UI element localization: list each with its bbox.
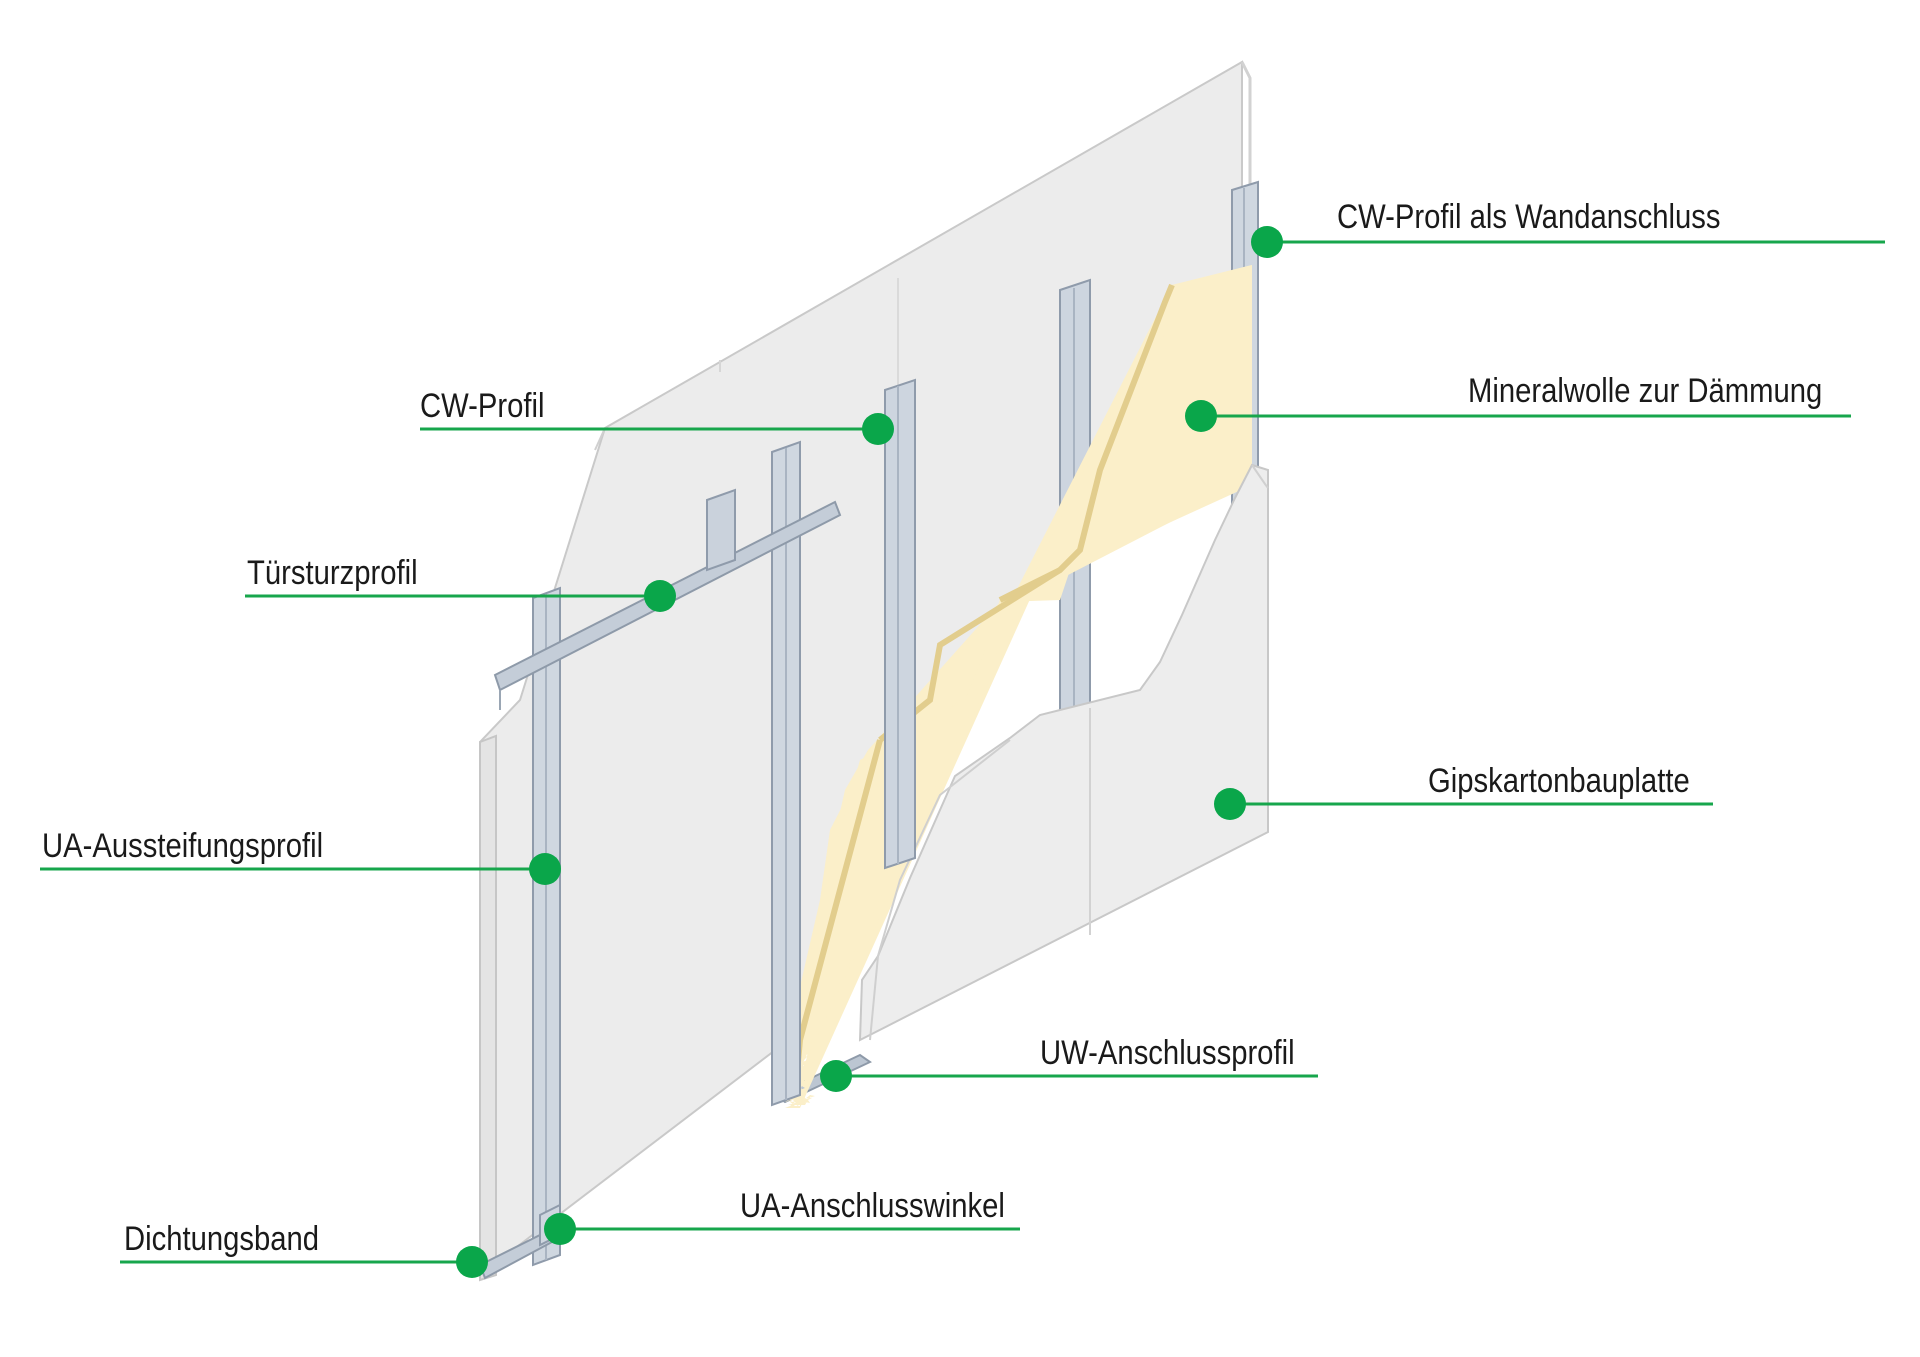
dot-cw [862, 413, 894, 445]
dot-uw [820, 1060, 852, 1092]
label-gips: Gipskartonbauplatte [1428, 762, 1690, 800]
dot-seal [456, 1246, 488, 1278]
label-cw: CW-Profil [420, 387, 545, 425]
ua-profile-right [771, 440, 801, 1107]
label-seal: Dichtungsband [124, 1220, 320, 1258]
label-uw: UW-Anschlussprofil [1040, 1034, 1295, 1072]
front-gypsum-board [858, 463, 1269, 1042]
dot-gips [1214, 788, 1246, 820]
dot-cw-wall [1251, 226, 1283, 258]
jamb-board [479, 734, 497, 1282]
dot-lintel [644, 580, 676, 612]
label-cw-wall: CW-Profil als Wandanschluss [1337, 198, 1721, 236]
ua-profile-left [532, 586, 561, 1267]
label-ua-stiff: UA-Aussteifungsprofil [42, 827, 324, 865]
dot-mineral [1185, 400, 1217, 432]
dot-ua-stiff [529, 853, 561, 885]
callout-lines [40, 240, 1885, 1264]
dot-ua-angle [544, 1213, 576, 1245]
label-ua-angle: UA-Anschlusswinkel [740, 1187, 1005, 1225]
callout-dots [456, 226, 1283, 1278]
label-mineral: Mineralwolle zur Dämmung [1468, 372, 1823, 410]
rear-gypsum-board [479, 60, 1252, 1278]
label-lintel: Türsturzprofil [247, 554, 418, 592]
cw-profile-left [884, 378, 916, 870]
